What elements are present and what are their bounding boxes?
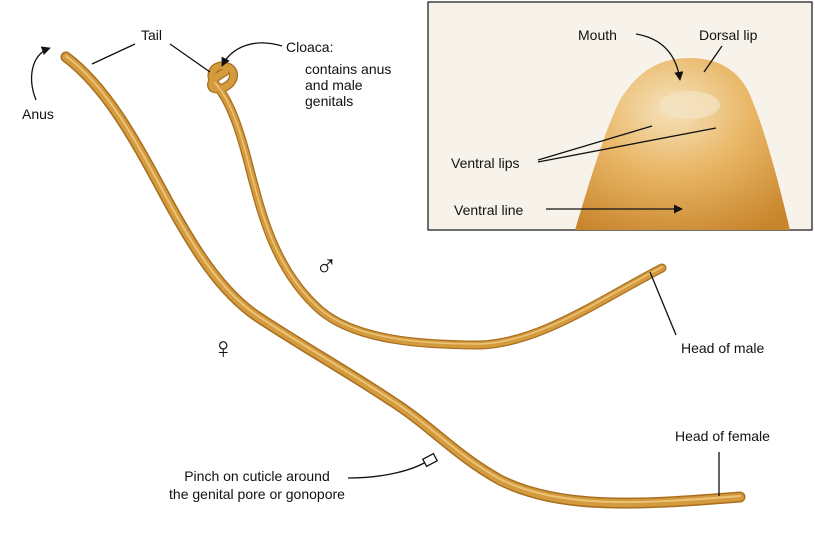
pinch-label-line: Pinch on cuticle around: [184, 468, 330, 484]
tail-line-female: [91, 43, 136, 65]
mouth-label: Mouth: [578, 27, 617, 43]
pinch-label: Pinch on cuticle around the genital pore…: [162, 468, 352, 502]
ventral-lip-line-1: [537, 125, 653, 161]
head-of-male-label: Head of male: [681, 340, 765, 356]
anus-arrow: [30, 46, 51, 101]
pinch-marker: [421, 452, 439, 468]
cloaca-label: Cloaca:: [286, 39, 334, 55]
cloaca-desc-line: genitals: [305, 93, 354, 109]
leader-lines: [30, 42, 720, 496]
ventral-line-label: Ventral line: [454, 202, 524, 218]
female-worm: [60, 51, 746, 509]
cloaca-description: contains anus and male genitals: [305, 61, 391, 109]
inset-panel: [427, 1, 813, 231]
male-worm: [207, 61, 667, 350]
worm-head-closeup: [575, 58, 790, 230]
dorsal-lip-label: Dorsal lip: [699, 27, 758, 43]
cloaca-desc-line: and male: [305, 77, 363, 93]
ventral-lip-line-2: [537, 127, 717, 163]
cloaca-desc-line: contains anus: [305, 61, 392, 77]
pinch-line: [347, 461, 427, 479]
tail-line-male: [169, 43, 211, 73]
male-symbol: ♂: [315, 250, 338, 283]
ventral-lips-label: Ventral lips: [451, 155, 520, 171]
mouth-arrow: [635, 33, 684, 81]
tail-label: Tail: [141, 27, 163, 43]
cloaca-arrow: [221, 42, 283, 67]
female-symbol: ♀: [212, 332, 235, 365]
head-of-female-label: Head of female: [675, 428, 770, 444]
head-male-line: [649, 271, 677, 336]
anus-label: Anus: [22, 106, 54, 122]
pinch-label-line: the genital pore or gonopore: [169, 486, 345, 502]
dorsal-lip-line: [703, 45, 723, 73]
